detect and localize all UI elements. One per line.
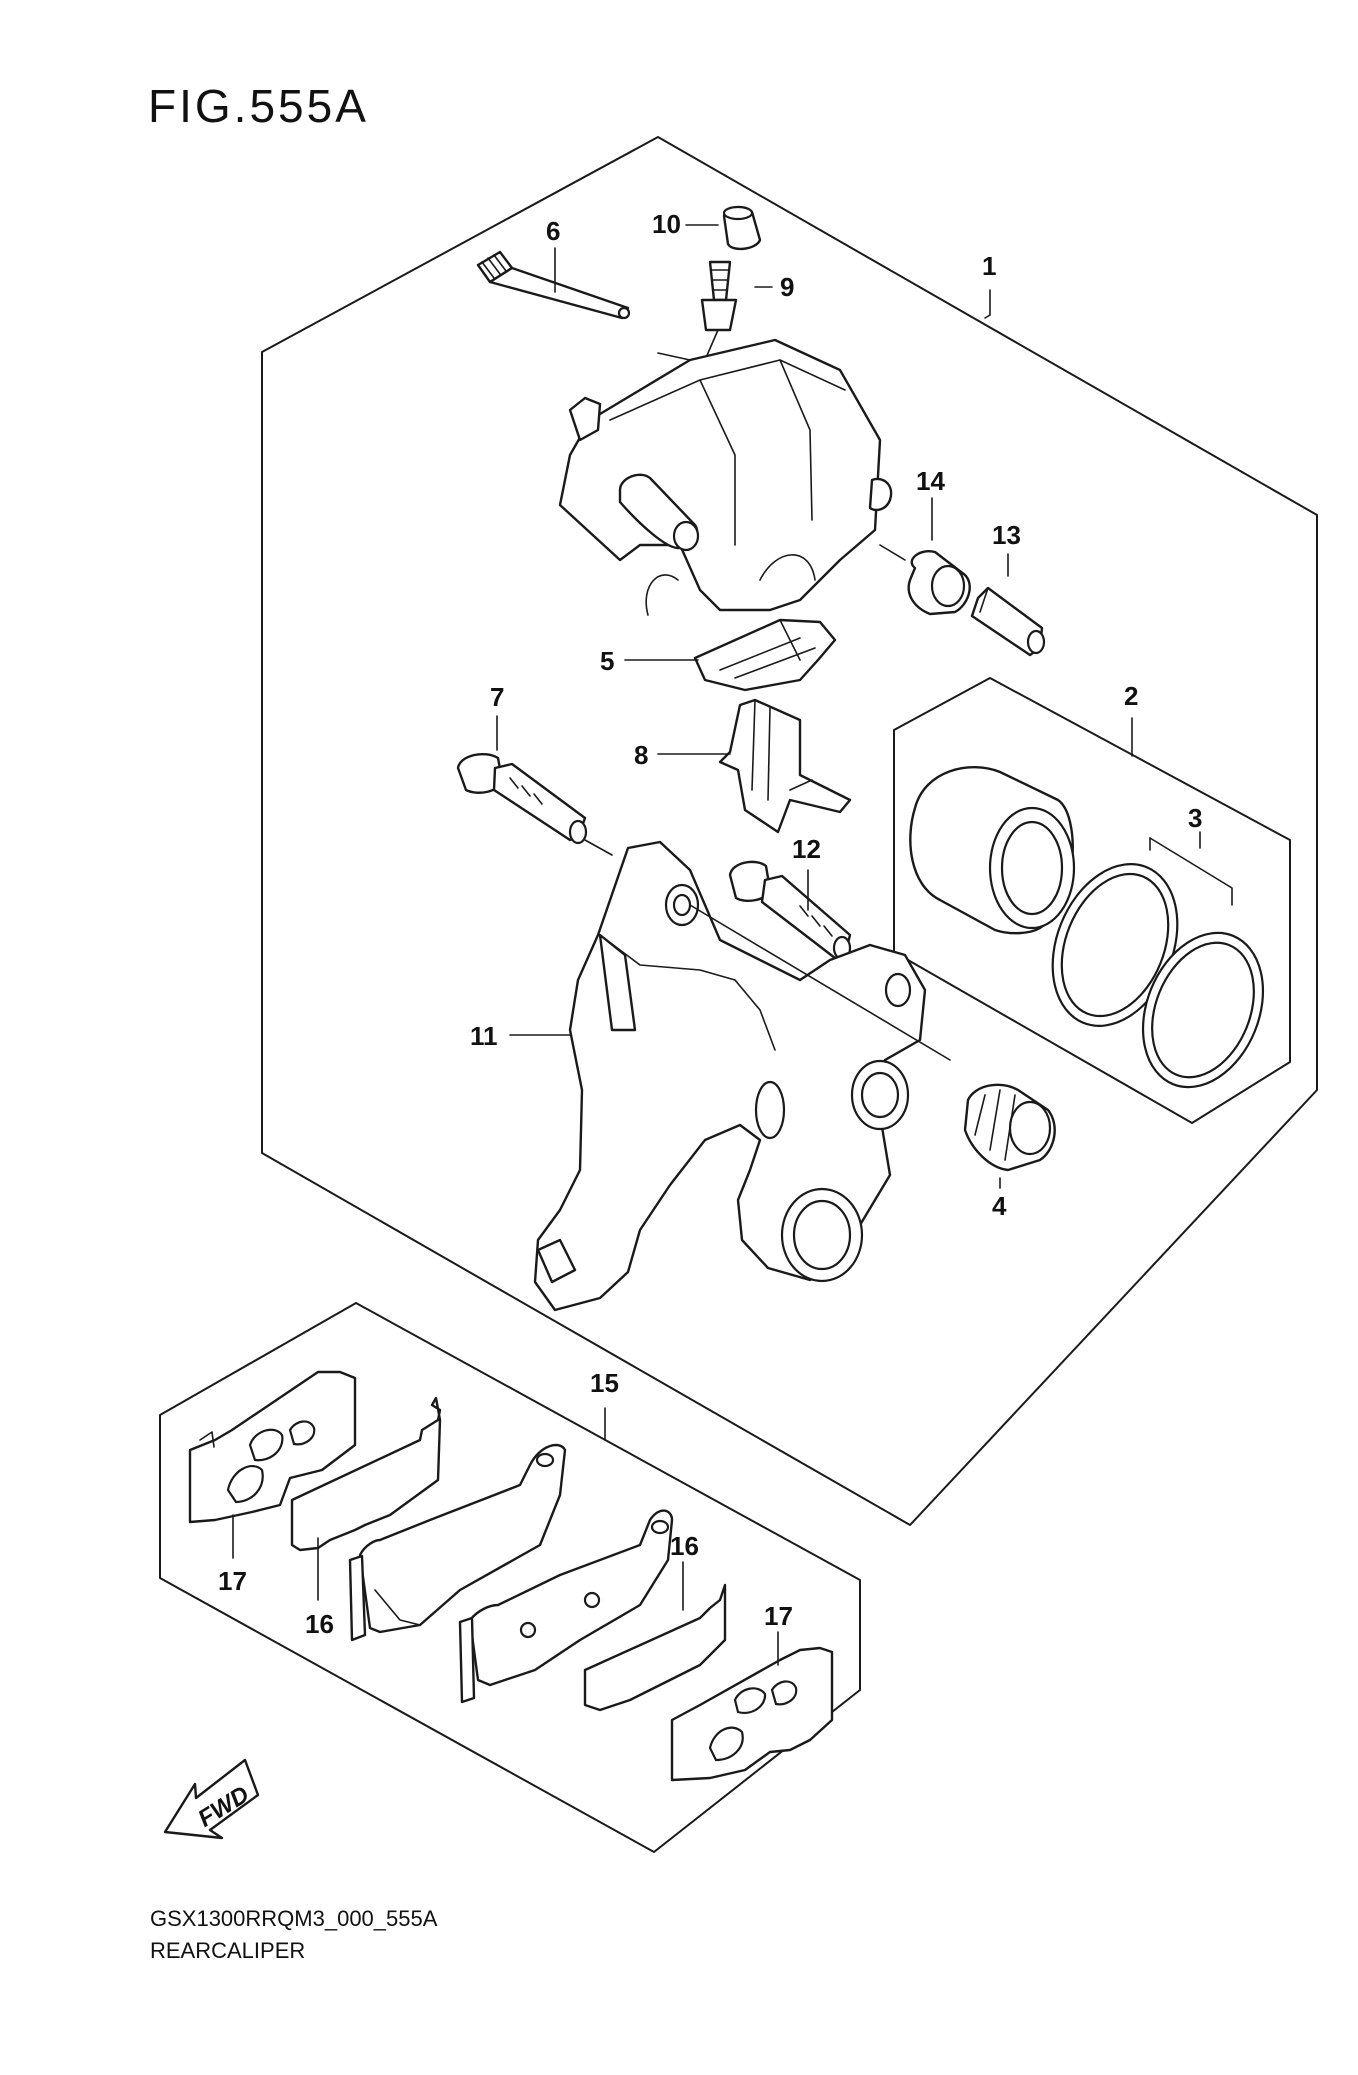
callout-17-right: 17 (764, 1601, 793, 1631)
callout-1: 1 (982, 251, 996, 281)
part-1-caliper-body[interactable] (558, 338, 893, 616)
brake-pad-left[interactable] (348, 1443, 567, 1642)
part-14-boot[interactable] (879, 544, 971, 616)
callout-10: 10 (652, 209, 681, 239)
callout-15: 15 (590, 1368, 619, 1398)
part-5-pad-spring[interactable] (693, 618, 837, 692)
callout-9: 9 (780, 272, 794, 302)
callout-2: 2 (1124, 681, 1138, 711)
part-6-pin-bolt[interactable] (476, 250, 631, 320)
part-11-caliper-bracket[interactable] (533, 840, 951, 1312)
part-9-bleeder-valve[interactable] (700, 260, 738, 361)
part-4-boot[interactable] (963, 1083, 1056, 1172)
part-2-piston[interactable] (909, 766, 1076, 935)
part-16-plate-right[interactable] (583, 1583, 727, 1712)
leader-lines (232, 224, 1201, 1666)
callout-3: 3 (1188, 803, 1202, 833)
callout-4: 4 (992, 1191, 1007, 1221)
part-17-shim-left[interactable] (188, 1370, 357, 1524)
figure-caption: REARCALIPER (150, 1938, 305, 1963)
part-3-seals[interactable] (1030, 845, 1285, 1105)
callout-6: 6 (546, 216, 560, 246)
part-17-shim-right[interactable] (670, 1646, 834, 1782)
fwd-arrow-icon: FWD (163, 1758, 260, 1840)
callout-16-left: 16 (305, 1609, 334, 1639)
callout-17-left: 17 (218, 1566, 247, 1596)
assembly-boundary-piston (893, 677, 1291, 1124)
callout-13: 13 (992, 520, 1021, 550)
part-12-pin-bolt[interactable] (728, 860, 852, 961)
part-16-plate-left[interactable] (290, 1396, 442, 1552)
callout-14: 14 (916, 466, 945, 496)
seal-group-bracket (1149, 837, 1233, 906)
callout-7: 7 (490, 682, 504, 712)
callout-5: 5 (600, 646, 614, 676)
part-8-pad-retainer[interactable] (718, 698, 852, 834)
part-10-bleeder-cap[interactable] (722, 205, 762, 251)
part-7-mounting-bolt[interactable] (456, 753, 613, 856)
callout-11: 11 (470, 1021, 498, 1051)
assembly-boundary-pads (159, 1302, 861, 1853)
part-13-sleeve-pin[interactable] (970, 586, 1046, 657)
figure-code: GSX1300RRQM3_000_555A (150, 1906, 438, 1931)
callout-12: 12 (792, 834, 821, 864)
figure-title: FIG.555A (148, 80, 369, 132)
brake-pad-right[interactable] (458, 1509, 674, 1704)
callout-8: 8 (634, 740, 648, 770)
callout-16-right: 16 (670, 1531, 699, 1561)
assembly-boundary-caliper (261, 136, 1318, 1526)
